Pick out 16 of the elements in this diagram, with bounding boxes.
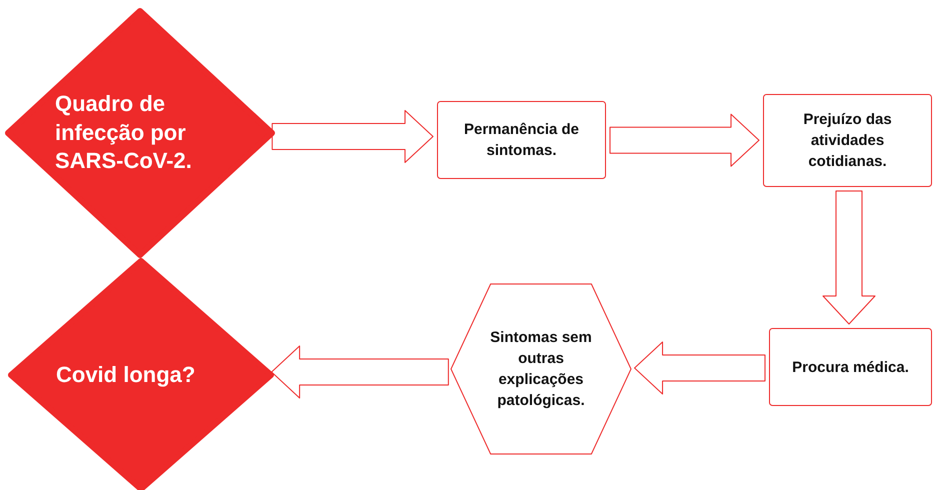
process-box [769,328,932,406]
block-arrow [822,190,876,324]
process-box [437,101,606,179]
block-arrow [634,342,766,394]
decision-diamond [8,11,272,255]
node-text: Quadro de infecção por SARS-CoV-2. [55,90,193,176]
node-text: Procura médica. [791,358,910,378]
process-box [763,94,932,187]
node-text: Sintomas sem outras explicações patológicas. [489,328,593,411]
block-arrow [272,110,434,163]
block-arrow [610,114,760,167]
node-text: Covid longa? [56,360,196,389]
block-arrow [271,346,449,398]
node-text: Prejuízo das atividades cotidianas. [802,110,893,172]
process-hexagon [451,284,631,454]
node-text: Permanência de sintomas. [462,120,580,161]
